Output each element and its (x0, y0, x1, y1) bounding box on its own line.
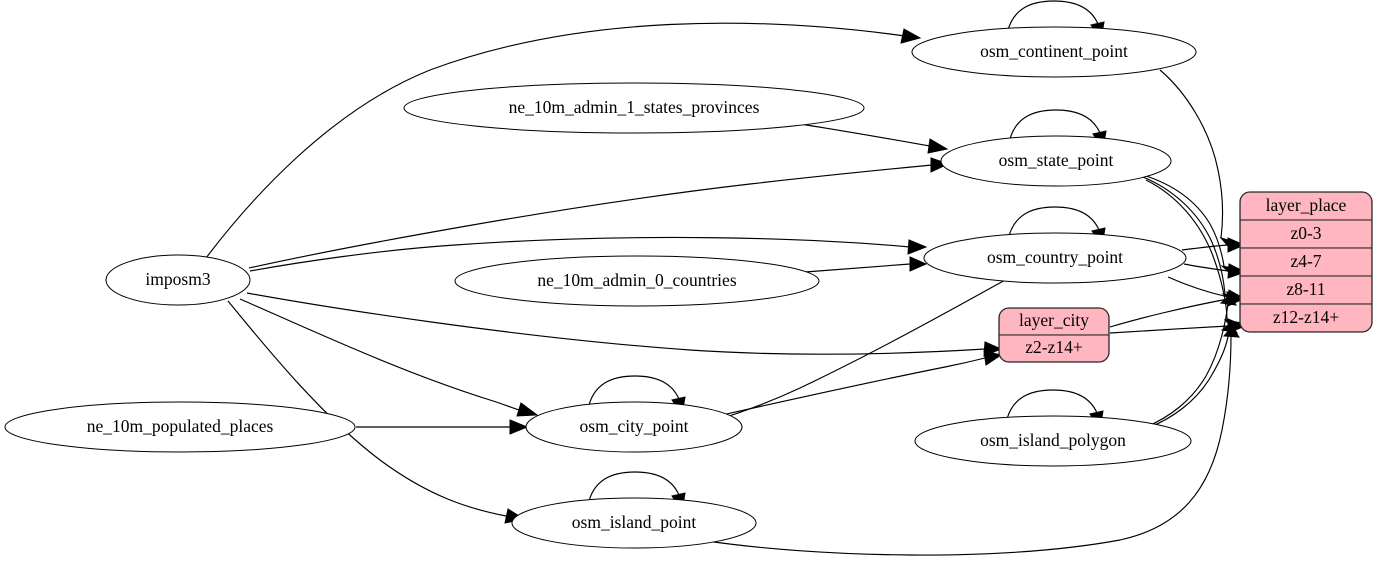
record-node-layer_place[interactable]: layer_place z0-3 z4-7 z8-11 z12-z14+ (1239, 191, 1373, 333)
edge-osm_island_point-to-layer_place_z12_z14[interactable] (699, 326, 1241, 556)
edge-osm_country_point-to-layer_place_z4_7[interactable] (1183, 263, 1247, 279)
edge-imposm3-to-osm_continent_point[interactable] (205, 22, 922, 259)
record-row-layer_place-z8-11[interactable] (1240, 275, 1372, 305)
record-row-layer_city-z2-z14[interactable] (999, 334, 1109, 362)
record-row-layer_place-title[interactable] (1240, 192, 1372, 221)
node-ne_10m_admin_1_states_provinces[interactable]: ne_10m_admin_1_states_provinces (403, 82, 865, 134)
edge-osm_country_point-to-layer_place_z0_3[interactable] (1181, 237, 1246, 253)
edge-imposm3-to-osm_country_point[interactable] (249, 236, 928, 272)
record-row-layer_city-title[interactable] (999, 308, 1109, 336)
nodes-layer: imposm3 ne_10m_populated_places ne_10m_a… (4, 26, 1197, 549)
node-imposm3[interactable]: imposm3 (105, 254, 251, 306)
edge-ne_10m_admin_0_countries-to-osm_country_point[interactable] (804, 256, 928, 273)
edge-osm_island_polygon-to-layer_place_z12_z14[interactable] (1147, 322, 1239, 429)
edge-imposm3-to-osm_state_point[interactable] (248, 157, 950, 269)
node-osm_island_polygon[interactable]: osm_island_polygon (914, 415, 1192, 467)
record-node-layer_city[interactable]: layer_city z2-z14+ (998, 307, 1110, 363)
edge-osm_city_point-to-layer_city[interactable] (721, 350, 1003, 416)
record-row-layer_place-z4-7[interactable] (1240, 247, 1372, 277)
edge-ne_10m_populated_places-to-osm_city_point[interactable] (356, 419, 529, 435)
node-osm_country_point[interactable]: osm_country_point (923, 232, 1187, 284)
node-osm_continent_point[interactable]: osm_continent_point (911, 26, 1197, 78)
node-osm_island_point[interactable]: osm_island_point (511, 497, 757, 549)
edge-ne_10m_admin_1_states_provinces-to-osm_state_point[interactable] (799, 123, 949, 154)
edge-osm_island_polygon-to-layer_place_z8_11[interactable] (1145, 294, 1237, 428)
node-osm_city_point[interactable]: osm_city_point (525, 401, 743, 453)
node-osm_state_point[interactable]: osm_state_point (940, 135, 1172, 187)
record-row-layer_place-z0-3[interactable] (1240, 219, 1372, 249)
node-ne_10m_admin_0_countries[interactable]: ne_10m_admin_0_countries (454, 255, 820, 307)
edge-imposm3-to-osm_city_point[interactable] (239, 298, 539, 417)
record-row-layer_place-z12-z14[interactable] (1240, 303, 1372, 332)
node-ne_10m_populated_places[interactable]: ne_10m_populated_places (4, 401, 356, 453)
